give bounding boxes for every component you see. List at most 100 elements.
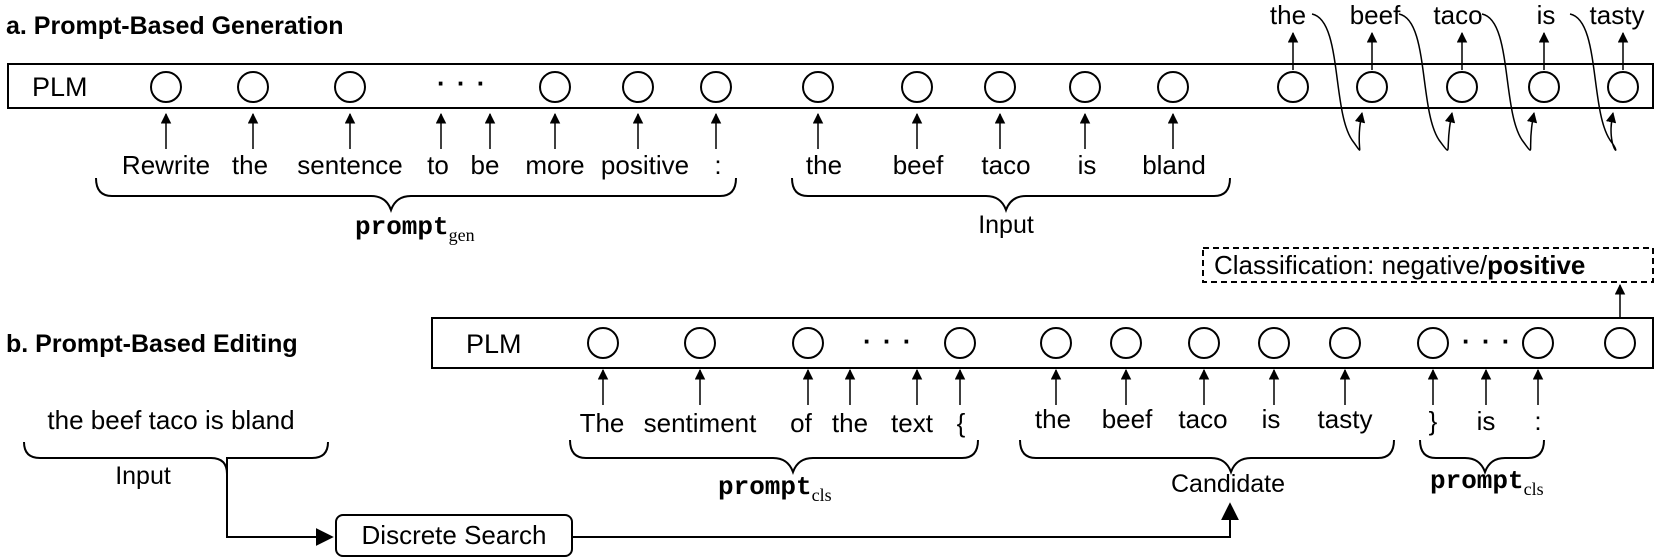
prompt-a-word: more	[525, 150, 584, 180]
input-a-word: taco	[981, 150, 1030, 180]
ellipsis-a: · · ·	[437, 68, 487, 98]
plm-a-nodes	[150, 71, 1639, 103]
suffix-b-word: :	[1534, 406, 1541, 436]
plm-label-b: PLM	[466, 329, 522, 359]
plm-box-b	[431, 317, 1654, 369]
plm-a-node	[1528, 71, 1560, 103]
ellipsis-b2: · · ·	[1462, 326, 1512, 356]
plm-b-nodes	[587, 327, 1636, 359]
autoregressive-arrow	[1569, 13, 1617, 151]
prompt-b-word: the	[832, 408, 868, 438]
plm-label-a: PLM	[32, 72, 88, 102]
plm-b-node	[1522, 327, 1554, 359]
search-to-candidate-arrow	[572, 502, 1239, 538]
plm-a-node	[700, 71, 732, 103]
prompt-b-word: sentiment	[644, 408, 757, 438]
brace-prompt-gen	[95, 177, 737, 213]
output-word-a: beef	[1350, 0, 1401, 30]
autoregressive-arrow	[1481, 13, 1538, 151]
prompt-b-word: of	[790, 408, 812, 438]
classification-text: Classification: negative/positive	[1214, 250, 1585, 280]
plm-a-node	[1607, 71, 1639, 103]
section-b-title: b. Prompt-Based Editing	[6, 330, 298, 358]
output-word-a: is	[1537, 0, 1556, 30]
brace-suffix-cls	[1419, 439, 1545, 475]
candidate-b-word: tasty	[1318, 404, 1373, 434]
prompt-a-word: Rewrite	[122, 150, 210, 180]
plm-b-node	[1040, 327, 1072, 359]
section-a-title: a. Prompt-Based Generation	[6, 12, 344, 40]
ellipsis-b1: · · ·	[863, 326, 913, 356]
output-tokens-a: the beef taco is tasty	[1270, 0, 1645, 151]
autoregressive-arrow	[1311, 13, 1366, 151]
plm-a-node	[1277, 71, 1309, 103]
token-arrows-a	[160, 112, 1179, 149]
prompt-b-word: text	[891, 408, 934, 438]
plm-b-node	[1110, 327, 1142, 359]
plm-a-node	[901, 71, 933, 103]
brace-input-a	[791, 177, 1231, 213]
candidate-words-b: the beef taco is tasty	[1035, 404, 1373, 434]
plm-b-node	[1329, 327, 1361, 359]
plm-a-node	[150, 71, 182, 103]
plm-box-a	[7, 63, 1654, 109]
prompt-b-word: The	[580, 408, 625, 438]
candidate-b-word: the	[1035, 404, 1071, 434]
output-word-a: tasty	[1590, 0, 1645, 30]
brace-prompt-cls	[569, 439, 979, 475]
candidate-b-word: is	[1262, 404, 1281, 434]
input-label-a: Input	[978, 211, 1034, 239]
plm-a-node	[984, 71, 1016, 103]
plm-b-node	[587, 327, 619, 359]
prompt-a-word: the	[232, 150, 268, 180]
input-words-a: the beef taco is bland	[806, 150, 1206, 180]
input-a-word: bland	[1142, 150, 1206, 180]
candidate-b-word: beef	[1102, 404, 1153, 434]
suffix-words-b: }is:	[1429, 406, 1542, 436]
candidate-label: Candidate	[1171, 470, 1285, 498]
plm-a-node	[1356, 71, 1388, 103]
suffix-cls-label: promptcls	[1430, 466, 1544, 499]
prompt-a-word: to	[427, 150, 449, 180]
candidate-b-word: taco	[1178, 404, 1227, 434]
plm-b-node	[944, 327, 976, 359]
input-a-word: is	[1078, 150, 1097, 180]
plm-b-node	[684, 327, 716, 359]
prompt-a-word: positive	[601, 150, 689, 180]
brace-candidate	[1019, 439, 1395, 475]
plm-b-node	[1417, 327, 1449, 359]
plm-a-node	[539, 71, 571, 103]
input-a-word: the	[806, 150, 842, 180]
brace-input-b	[23, 441, 329, 475]
prompt-b-word: {	[957, 408, 966, 438]
prompt-a-word: sentence	[297, 150, 403, 180]
plm-b-node	[792, 327, 824, 359]
input-a-word: beef	[893, 150, 944, 180]
prompt-cls-label: promptcls	[718, 472, 832, 505]
classification-box	[1202, 247, 1654, 283]
plm-a-node	[237, 71, 269, 103]
discrete-search-label: Discrete Search	[362, 520, 547, 550]
plm-b-node	[1604, 327, 1636, 359]
plm-a-node	[1157, 71, 1189, 103]
output-word-a: taco	[1433, 0, 1482, 30]
plm-a-node	[334, 71, 366, 103]
prompt-a-word: be	[471, 150, 500, 180]
plm-a-node	[1069, 71, 1101, 103]
discrete-search-box	[335, 514, 573, 557]
input-label-b: Input	[115, 462, 171, 490]
autoregressive-arrow	[1398, 13, 1456, 151]
plm-a-node	[622, 71, 654, 103]
plm-b-node	[1258, 327, 1290, 359]
plm-b-node	[1188, 327, 1220, 359]
suffix-b-word: is	[1477, 406, 1496, 436]
plm-a-node	[802, 71, 834, 103]
plm-a-node	[1446, 71, 1478, 103]
prompt-a-word: :	[714, 150, 721, 180]
output-word-a: the	[1270, 0, 1306, 30]
token-arrows-b	[597, 368, 1544, 405]
